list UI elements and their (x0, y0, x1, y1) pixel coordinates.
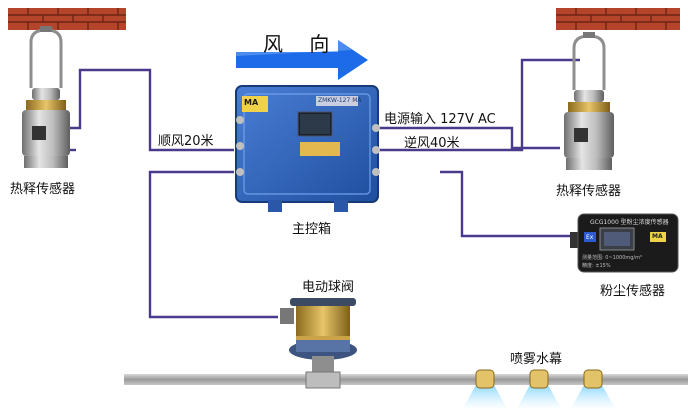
spray-nozzles (462, 369, 616, 410)
cable-dust-sensor (440, 170, 574, 238)
water-pipe (124, 374, 688, 385)
mist-label: 喷雾水幕 (510, 352, 563, 367)
left-heat-sensor (22, 26, 70, 168)
cable-left-sensor-top (60, 68, 234, 152)
dust-screen-line1: 测量范围: 0~1000mg/m³ (582, 255, 642, 261)
dust-sensor-device (570, 213, 679, 273)
dust-sensor-label: 粉尘传感器 (600, 284, 666, 299)
valve-label: 电动球阀 (302, 280, 355, 295)
main-control-box (235, 85, 380, 212)
right-brick-wall (556, 8, 680, 30)
dust-screen-line2: 精度: ±15% (582, 263, 611, 269)
cable-valve (148, 170, 278, 319)
cable-right-sensor (377, 58, 580, 152)
main-box-label: 主控箱 (292, 222, 332, 237)
dust-screen-title: GCG1000 型粉尘浓度传感器 (590, 219, 669, 226)
cable-power (377, 126, 560, 150)
cables (60, 58, 580, 319)
left-brick-wall (8, 8, 126, 30)
dust-ex-mark: Ex (586, 234, 594, 241)
left-sensor-label: 热释传感器 (10, 182, 76, 197)
dust-ma-mark: MA (652, 233, 663, 240)
downwind-label: 顺风20米 (158, 134, 214, 149)
upwind-label: 逆风40米 (404, 136, 460, 151)
box-plate-text: ZMKW-127 MA (318, 97, 362, 104)
wind-arrow (236, 40, 368, 80)
power-input-label: 电源输入 127V AC (384, 112, 496, 127)
right-heat-sensor (564, 32, 614, 170)
wind-direction-label: 风 向 (263, 32, 340, 56)
box-ma-badge: MA (244, 98, 259, 107)
right-sensor-label: 热释传感器 (556, 184, 622, 199)
electric-ball-valve (280, 298, 357, 389)
